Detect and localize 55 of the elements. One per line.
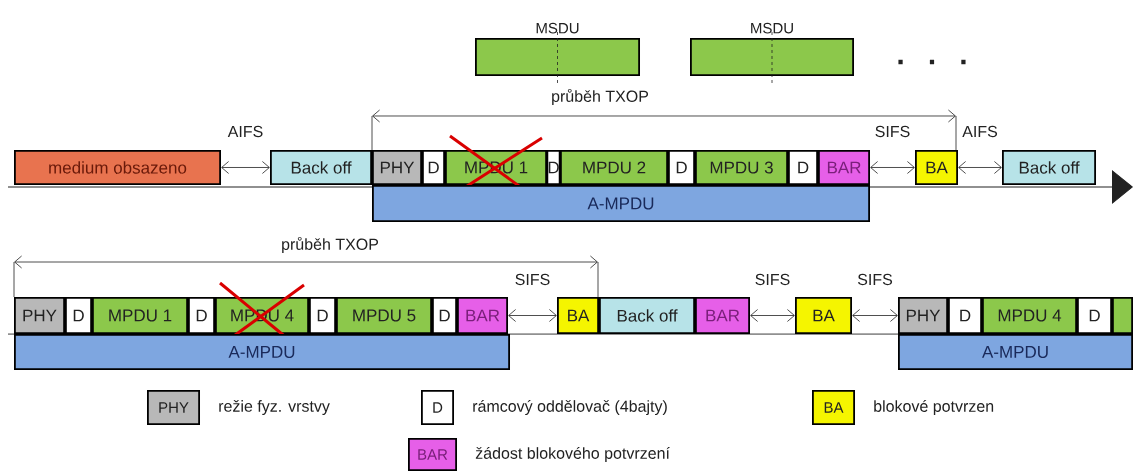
- frame-box: D: [788, 150, 818, 185]
- frame-box: MPDU 3: [695, 150, 788, 185]
- frame-box: BAR: [457, 297, 508, 334]
- frame-box: PHY: [898, 297, 948, 334]
- frame-box: D: [188, 297, 215, 334]
- frame-box: BAR: [695, 297, 750, 334]
- edge-label: AIFS: [962, 125, 998, 138]
- edge-label: AIFS: [227, 125, 263, 138]
- frame-box: D: [546, 150, 561, 185]
- frame-box: MPDU 1: [92, 297, 188, 334]
- legend-text: žádost blokového potvrzení: [475, 446, 670, 463]
- frame-box: Back off: [270, 150, 372, 185]
- edge-label: SIFS: [515, 273, 550, 286]
- frame-box: D: [309, 297, 336, 334]
- ellipsis: . . .: [898, 59, 966, 65]
- arrow: [221, 161, 270, 174]
- span-label: průběh TXOP: [282, 236, 379, 254]
- frame-box: MPDU 2: [560, 150, 668, 185]
- aggregate-bar: A-MPDU: [372, 185, 870, 222]
- frame-box: Back off: [1002, 150, 1096, 185]
- edge-label: SIFS: [755, 273, 790, 286]
- arrow: [852, 309, 898, 322]
- msdu-box: MSDU: [690, 22, 854, 76]
- frame-box: medium obsazeno: [14, 150, 221, 185]
- edge-label: SIFS: [875, 125, 910, 138]
- aggregate-bar: A-MPDU: [14, 334, 510, 370]
- legend-text: rámcový oddělovač (4bajty): [473, 399, 667, 416]
- arrow: [508, 309, 557, 322]
- legend-text: blokové potvrzen: [874, 399, 994, 416]
- msdu-box: MSDU: [475, 22, 640, 76]
- aggregate-bar: A-MPDU: [898, 334, 1133, 370]
- frame-box: BA: [795, 297, 852, 334]
- frame-box: BA: [557, 297, 599, 334]
- frame-box: MPDU 5: [336, 297, 432, 334]
- frame-box: PHY: [372, 150, 422, 185]
- frame-box: D: [432, 297, 457, 334]
- edge-label: SIFS: [857, 273, 893, 286]
- arrow: [958, 161, 1002, 174]
- frame-box: BA: [915, 150, 958, 185]
- frame-box: MPDU 4: [982, 297, 1077, 334]
- legend-text: režie fyz. vrstvy: [219, 400, 330, 415]
- span-label: průběh TXOP: [552, 88, 649, 106]
- frame-box: D: [422, 150, 445, 185]
- node-label: MSDU: [536, 22, 579, 34]
- frame-box: D: [948, 297, 982, 334]
- frame-box: D: [65, 297, 92, 334]
- frame-box: BAR: [818, 150, 870, 185]
- frame-box: D: [1077, 297, 1112, 334]
- frame-box: PHY: [14, 297, 65, 334]
- arrow: [870, 161, 915, 174]
- arrow: [750, 309, 795, 322]
- frame-box: Back off: [599, 297, 695, 334]
- frame-box: [1112, 297, 1133, 334]
- node-label: MSDU: [751, 22, 793, 34]
- frame-box: D: [668, 150, 695, 185]
